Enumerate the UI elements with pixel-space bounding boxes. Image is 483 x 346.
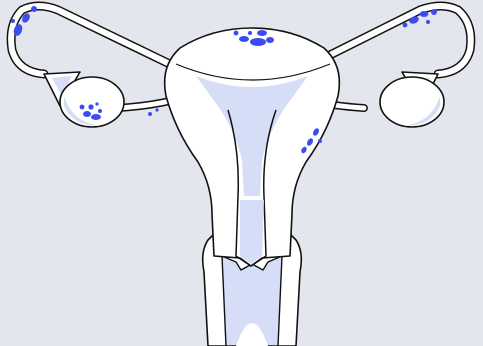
ovary-right: [380, 77, 444, 127]
ovary-left: [60, 77, 124, 127]
